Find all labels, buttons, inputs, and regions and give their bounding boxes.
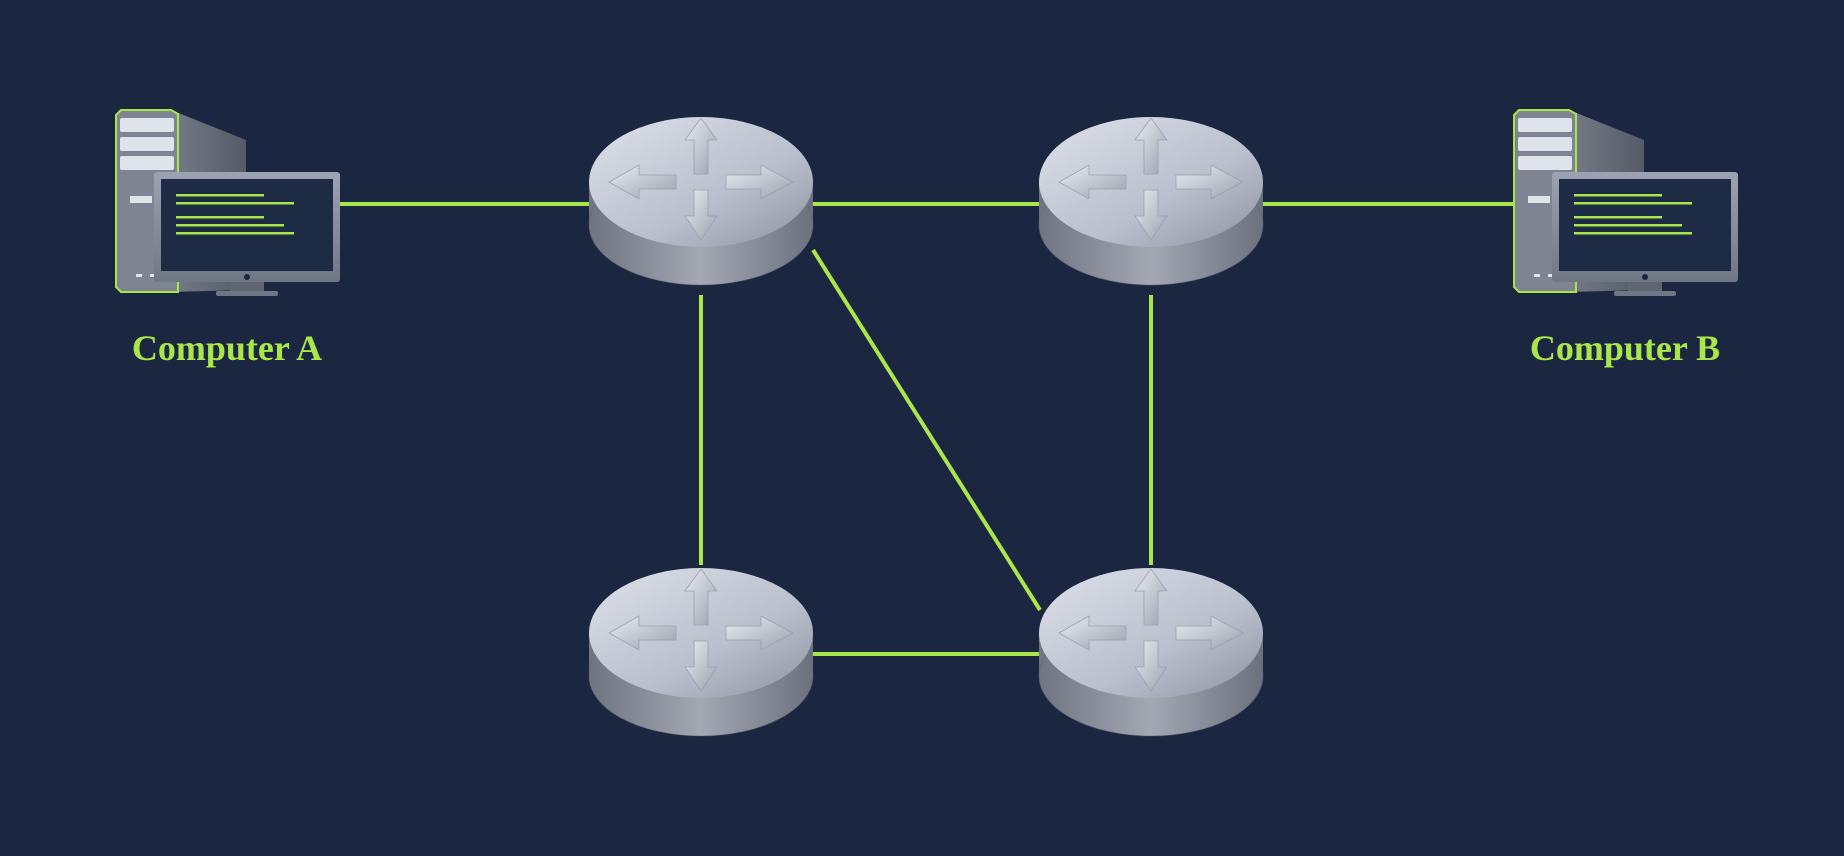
desktop-computer-icon bbox=[1513, 109, 1739, 297]
router-2[interactable] bbox=[1038, 116, 1264, 286]
computer-b-label: Computer B bbox=[1530, 328, 1720, 368]
computer-a[interactable] bbox=[115, 109, 341, 297]
desktop-computer-icon bbox=[115, 109, 341, 297]
computer-a-label: Computer A bbox=[132, 328, 322, 368]
router-icon bbox=[1038, 116, 1264, 286]
computer-b[interactable] bbox=[1513, 109, 1739, 297]
links bbox=[338, 202, 1514, 656]
router-4[interactable] bbox=[1038, 567, 1264, 737]
router-3[interactable] bbox=[588, 567, 814, 737]
router-icon bbox=[588, 116, 814, 286]
router-1[interactable] bbox=[588, 116, 814, 286]
router-icon bbox=[588, 567, 814, 737]
router-icon bbox=[1038, 567, 1264, 737]
link-router-1-router-4 bbox=[811, 248, 1042, 612]
